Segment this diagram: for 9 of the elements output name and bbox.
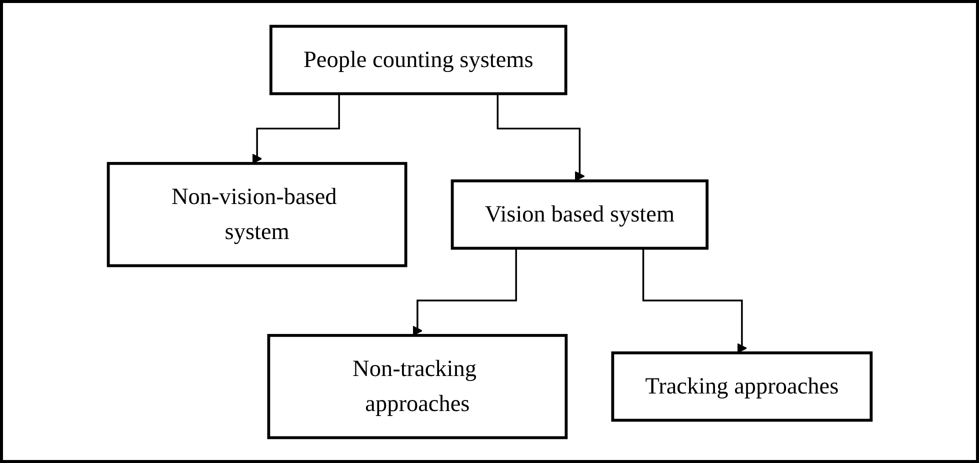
node-box: Non-vision-based system — [106, 161, 408, 267]
node-box: People counting systems — [269, 24, 568, 95]
node-box: Non-tracking approaches — [266, 333, 568, 439]
arrow — [252, 93, 340, 164]
arrow — [496, 93, 585, 181]
arrow — [412, 248, 517, 336]
node-box: Tracking approaches — [610, 350, 872, 422]
arrow — [642, 248, 747, 353]
node-box: Vision based system — [450, 178, 708, 250]
